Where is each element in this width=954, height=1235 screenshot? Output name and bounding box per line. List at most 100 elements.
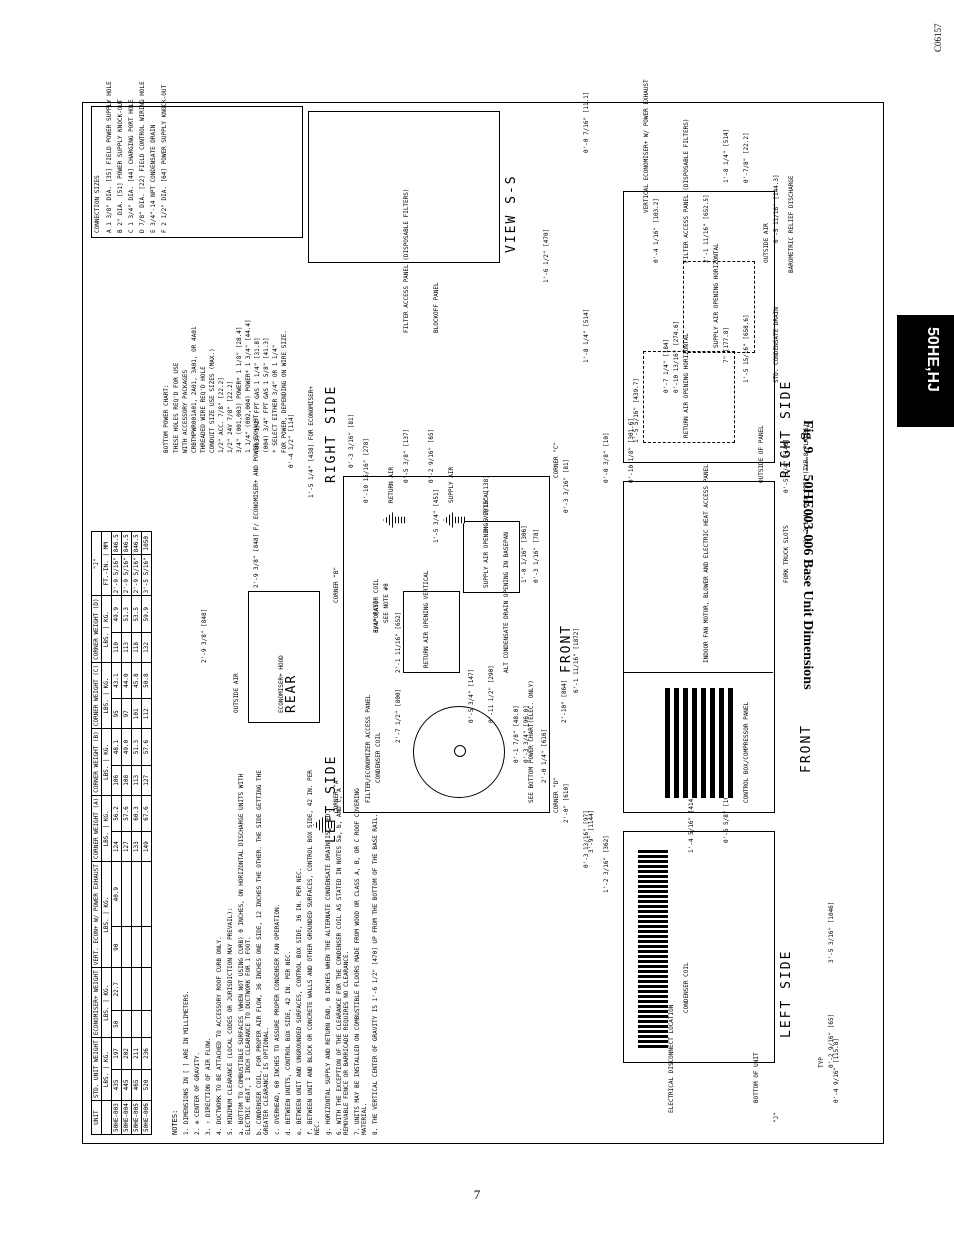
dim-d1: 2'-9 3/8" [848] bbox=[201, 608, 208, 663]
dim-d5: 0'-5 3/4" [147] bbox=[468, 668, 475, 723]
connection-size-row: A 1 3/8" DIA. [35] FIELD POWER SUPPLY HO… bbox=[106, 81, 113, 233]
electrical-disconnect-label: ELECTRICAL DISCONNECT LOCATION bbox=[668, 1004, 675, 1113]
table-header: UNIT bbox=[91, 1100, 102, 1135]
table-cell bbox=[121, 926, 132, 968]
power-chart-line: CRBTMPWR001A01, 2A01, 3A01, OR 4A01 bbox=[191, 326, 198, 453]
bottom-power-chart-title: BOTTOM POWER CHART: bbox=[163, 384, 170, 453]
note-item: e. BETWEEN UNIT AND UNGROUNDED SURFACES,… bbox=[296, 867, 303, 1135]
table-cell: 50HE-006 bbox=[141, 1100, 152, 1135]
note-item: 4. DUCTWORK TO BE ATTACHED TO ACCESSORY … bbox=[216, 936, 223, 1135]
dim-d7: 0'-1 7/8" [48.0] bbox=[513, 705, 520, 763]
dim-d28: 7" [177.8] bbox=[723, 326, 730, 363]
table-subheader: LBS. | KG. bbox=[101, 662, 112, 729]
dim-d42: 0'-2 9/16" [65] bbox=[828, 1013, 835, 1068]
dim-d34: 0'-0 7/16" [11.1] bbox=[583, 91, 590, 153]
view-label-ss: VIEW S-S bbox=[504, 174, 519, 253]
table-cell bbox=[141, 861, 152, 927]
table-cell bbox=[131, 861, 142, 927]
power-chart-line: 1/2" ACC. 7/8" [22.2] bbox=[218, 377, 225, 453]
table-cell: 59.9 bbox=[141, 595, 152, 633]
table-cell: 1050 bbox=[141, 531, 152, 555]
control-box-label: CONTROL BOX/COMPRESSOR PANEL bbox=[743, 701, 750, 803]
table-cell: 435 bbox=[111, 1069, 122, 1101]
table-cell bbox=[131, 967, 142, 1011]
return-air-opening-vertical bbox=[403, 591, 460, 673]
notes-title: NOTES: bbox=[171, 1109, 179, 1135]
fork-truck-label: FORK TRUCK SLOTS bbox=[783, 525, 790, 583]
table-cell: 2'-9 5/16" bbox=[111, 554, 122, 596]
table-cell: 106 bbox=[111, 765, 122, 796]
dim-d20: 0'-5 3/8" [137] bbox=[403, 428, 410, 483]
table-cell bbox=[131, 926, 142, 968]
dim-d43: 3'-5 3/16" [1046] bbox=[828, 901, 835, 963]
filter-access-panel-label: FILTER ACCESS PANEL (DISPOSABLE FILTERS) bbox=[403, 188, 410, 334]
economiser-hood-label: ECONOMISER+ HOOD bbox=[278, 655, 285, 713]
table-cell: 60.3 bbox=[131, 795, 142, 832]
dim-d9: 2'-0 1/4" [616] bbox=[541, 728, 548, 783]
table-cell: 22.7 bbox=[111, 967, 122, 1011]
table-cell: 127 bbox=[141, 765, 152, 796]
table-cell: 43.1 bbox=[111, 662, 122, 699]
table-cell bbox=[141, 926, 152, 968]
dim-d22: 0'-2 9/16" [65] bbox=[428, 428, 435, 483]
table-header: ECONOMISER+ WEIGHT bbox=[91, 967, 102, 1038]
table-cell: 50.8 bbox=[141, 662, 152, 699]
table-cell: 44.0 bbox=[121, 662, 132, 699]
alt-condensate-label: ALT CONDENSATE DRAIN OPENING IN BASEPAN bbox=[503, 532, 510, 673]
power-chart-line: (004) 3/4" FPT GAS 1 5/8" [41.3] bbox=[263, 337, 270, 453]
barometric-label: BAROMETRIC RELIEF DISCHARGE bbox=[788, 175, 795, 273]
dim-d30: 0'-4 1/16" [103.2] bbox=[653, 197, 660, 263]
table-cell: 90 bbox=[111, 926, 122, 968]
note-item: c. OVERHEAD, 60 INCHES TO ASSURE PROPER … bbox=[274, 903, 281, 1135]
table-subheader: LBS. | KG. bbox=[101, 967, 112, 1038]
table-subheader: LBS. | KG. bbox=[101, 1037, 112, 1101]
table-cell bbox=[141, 1010, 152, 1038]
corner-b-label: CORNER "B" bbox=[333, 566, 340, 603]
dim-d32: 1'-6 1/2" [470] bbox=[543, 228, 550, 283]
table-cell: 133 bbox=[131, 831, 142, 862]
power-chart-line: THESE HOLES REQ'D FOR USE bbox=[173, 362, 180, 453]
side-tab: 50HE,HJ bbox=[897, 315, 954, 427]
dim-d12: 2'-10" [864] bbox=[561, 679, 568, 723]
table-cell: 846.5 bbox=[131, 531, 142, 555]
table-subheader-row: LBS. | KG. LBS. | KG. LBS. | KG. LBS. | … bbox=[101, 531, 112, 1135]
dim-d8: 0'-3 3/4" [96.0] bbox=[523, 705, 530, 763]
table-cell: 211 bbox=[131, 1037, 142, 1070]
table-cell: 49.9 bbox=[111, 595, 122, 633]
power-chart-line: CONDUIT SIZE USE SIZES (MAX.) bbox=[209, 348, 216, 453]
dim-d6: 0'-11 1/2" [290] bbox=[488, 665, 495, 723]
table-subheader: LBS. | KG. bbox=[101, 595, 112, 663]
table-cell: 2'-9 5/16" bbox=[131, 554, 142, 596]
dim-d17: 0'-3 3/16" [81] bbox=[348, 413, 355, 468]
table-cell: 56.2 bbox=[111, 795, 122, 832]
table-cell: 51.3 bbox=[121, 595, 132, 633]
table-subheader: FT.-IN. | MM bbox=[101, 531, 112, 596]
dim-d45: 0'-3 13/16" [97] bbox=[583, 810, 590, 868]
table-cell: 110 bbox=[111, 632, 122, 663]
power-chart-line: 3/4" (001,003) POWER* 1 1/8" [28.4] bbox=[236, 326, 243, 453]
table-cell: 2'-9 5/16" bbox=[121, 554, 132, 596]
table-cell: 50HE-003 bbox=[111, 1100, 122, 1135]
table-cell: 202 bbox=[121, 1037, 132, 1070]
note-item: a. BOTTOM TO COMBUSTIBLE SURFACES (WHEN … bbox=[238, 773, 252, 1135]
std-condensate-label: STD. CONDENSATE DRAIN bbox=[773, 307, 780, 383]
outside-air2-label: OUTSIDE AIR bbox=[763, 223, 770, 263]
outside-air-label: OUTSIDE AIR bbox=[233, 673, 240, 713]
power-chart-line: WITH ACCESSORY PACKAGES bbox=[182, 369, 189, 453]
dim-d27: 0'-10 13/16" [274.6] bbox=[673, 320, 680, 393]
dim-d31: 2'-1 11/16" [652.5] bbox=[703, 194, 710, 263]
table-cell: 40.9 bbox=[111, 861, 122, 927]
table-header: CORNER WEIGHT (A) bbox=[91, 795, 102, 862]
table-cell: 48.1 bbox=[111, 728, 122, 766]
table-cell: 846.5 bbox=[111, 531, 122, 555]
dim-d38: 0'-0 3/8" [10] bbox=[603, 432, 610, 483]
table-cell bbox=[141, 967, 152, 1011]
table-header: CORNER WEIGHT (D) bbox=[91, 595, 102, 663]
table-subheader: LBS. | KG. bbox=[101, 861, 112, 968]
dim-d10: 2'-0" [610] bbox=[563, 783, 570, 823]
view-label-front-mid: FRONT bbox=[559, 623, 574, 673]
return-air-vertical-label: RETURN AIR OPENING VERTICAL bbox=[423, 570, 430, 668]
power-chart-line: FOR POWER, DEPENDING ON WIRE SIZE. bbox=[281, 330, 288, 453]
connection-size-row: F 2 1/2" DIA. [64] POWER SUPPLY KNOCK-OU… bbox=[161, 84, 168, 233]
